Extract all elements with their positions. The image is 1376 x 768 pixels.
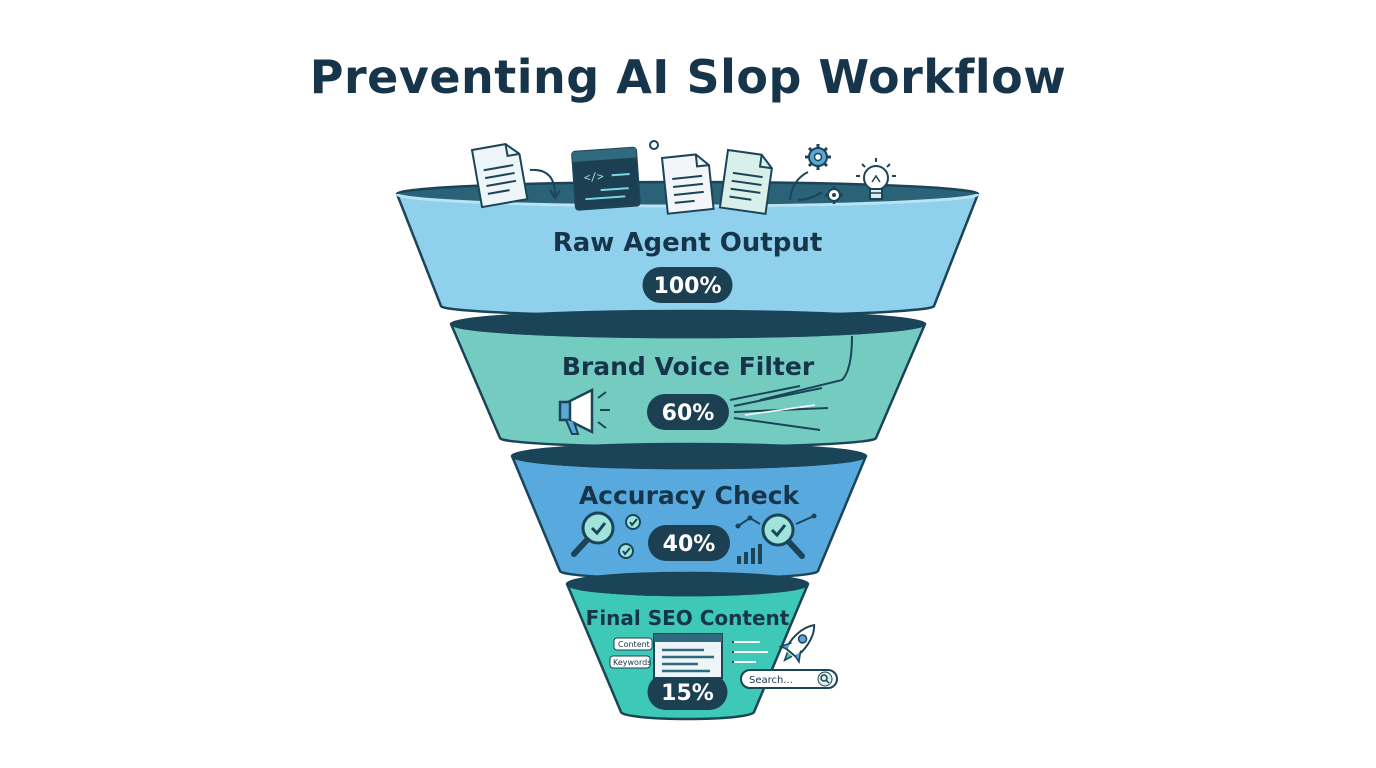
document-icon bbox=[660, 153, 715, 215]
tag-keywords: Keywords bbox=[609, 655, 651, 669]
list-lines-icon bbox=[732, 641, 768, 663]
percent-label: 100% bbox=[654, 274, 722, 299]
bar-chart-icon bbox=[737, 544, 762, 564]
code-window-icon: </> bbox=[571, 146, 641, 211]
arrow-icon bbox=[789, 171, 809, 201]
tag-keywords-label: Keywords bbox=[613, 658, 651, 667]
dot-lines-icon bbox=[732, 641, 734, 663]
funnel-stage-rim bbox=[449, 309, 927, 339]
connector-line bbox=[759, 335, 853, 401]
percent-label: 60% bbox=[662, 401, 715, 426]
page-title: Preventing AI Slop Workflow bbox=[309, 50, 1067, 104]
stage-label: Brand Voice Filter bbox=[562, 352, 815, 381]
percent-label: 15% bbox=[661, 681, 714, 706]
tag-content: Content bbox=[613, 637, 653, 651]
magnifier-check-icon bbox=[761, 513, 805, 559]
percent-pill bbox=[642, 267, 733, 303]
funnel-stage: Raw Agent Output 100% bbox=[395, 180, 980, 318]
rocket-icon bbox=[778, 624, 816, 665]
dot-icon bbox=[649, 140, 659, 150]
stage-label: Accuracy Check bbox=[579, 481, 801, 510]
funnel-stage-rim bbox=[565, 571, 810, 597]
stage-label: Raw Agent Output bbox=[553, 228, 823, 258]
lightbulb-icon bbox=[856, 158, 896, 200]
percent-pill bbox=[647, 674, 728, 710]
sound-lines-icon bbox=[744, 404, 816, 416]
gear-icon bbox=[805, 144, 831, 170]
funnel-stage: Accuracy Check 40% bbox=[510, 442, 868, 581]
megaphone-icon bbox=[558, 387, 610, 435]
percent-pill bbox=[647, 394, 729, 430]
tag-content-label: Content bbox=[618, 640, 650, 649]
document-icon bbox=[470, 143, 529, 209]
trend-line-icon bbox=[795, 515, 815, 525]
funnel-stage: Brand Voice Filter 60% bbox=[449, 309, 927, 449]
magnifier-check-icon bbox=[571, 511, 615, 557]
arrow-icon bbox=[797, 191, 823, 201]
check-icon bbox=[625, 514, 641, 530]
funnel-stages: Raw Agent Output 100% Brand Voice Filter 60… bbox=[395, 180, 980, 721]
gear-icon bbox=[825, 186, 843, 204]
arrow-icon bbox=[529, 168, 556, 196]
check-icon bbox=[618, 543, 634, 559]
search-placeholder: Search... bbox=[749, 675, 793, 686]
browser-window-icon bbox=[653, 633, 723, 679]
percent-pill bbox=[648, 525, 730, 561]
stage-label: Final SEO Content bbox=[586, 606, 790, 630]
search-icon bbox=[820, 674, 830, 684]
search-box: Search... bbox=[740, 669, 838, 689]
funnel-stage-rim bbox=[510, 442, 868, 470]
document-icon bbox=[718, 148, 773, 215]
percent-label: 40% bbox=[663, 532, 716, 557]
decorations: </> bbox=[470, 140, 896, 689]
svg-text:</>: </> bbox=[583, 170, 604, 184]
